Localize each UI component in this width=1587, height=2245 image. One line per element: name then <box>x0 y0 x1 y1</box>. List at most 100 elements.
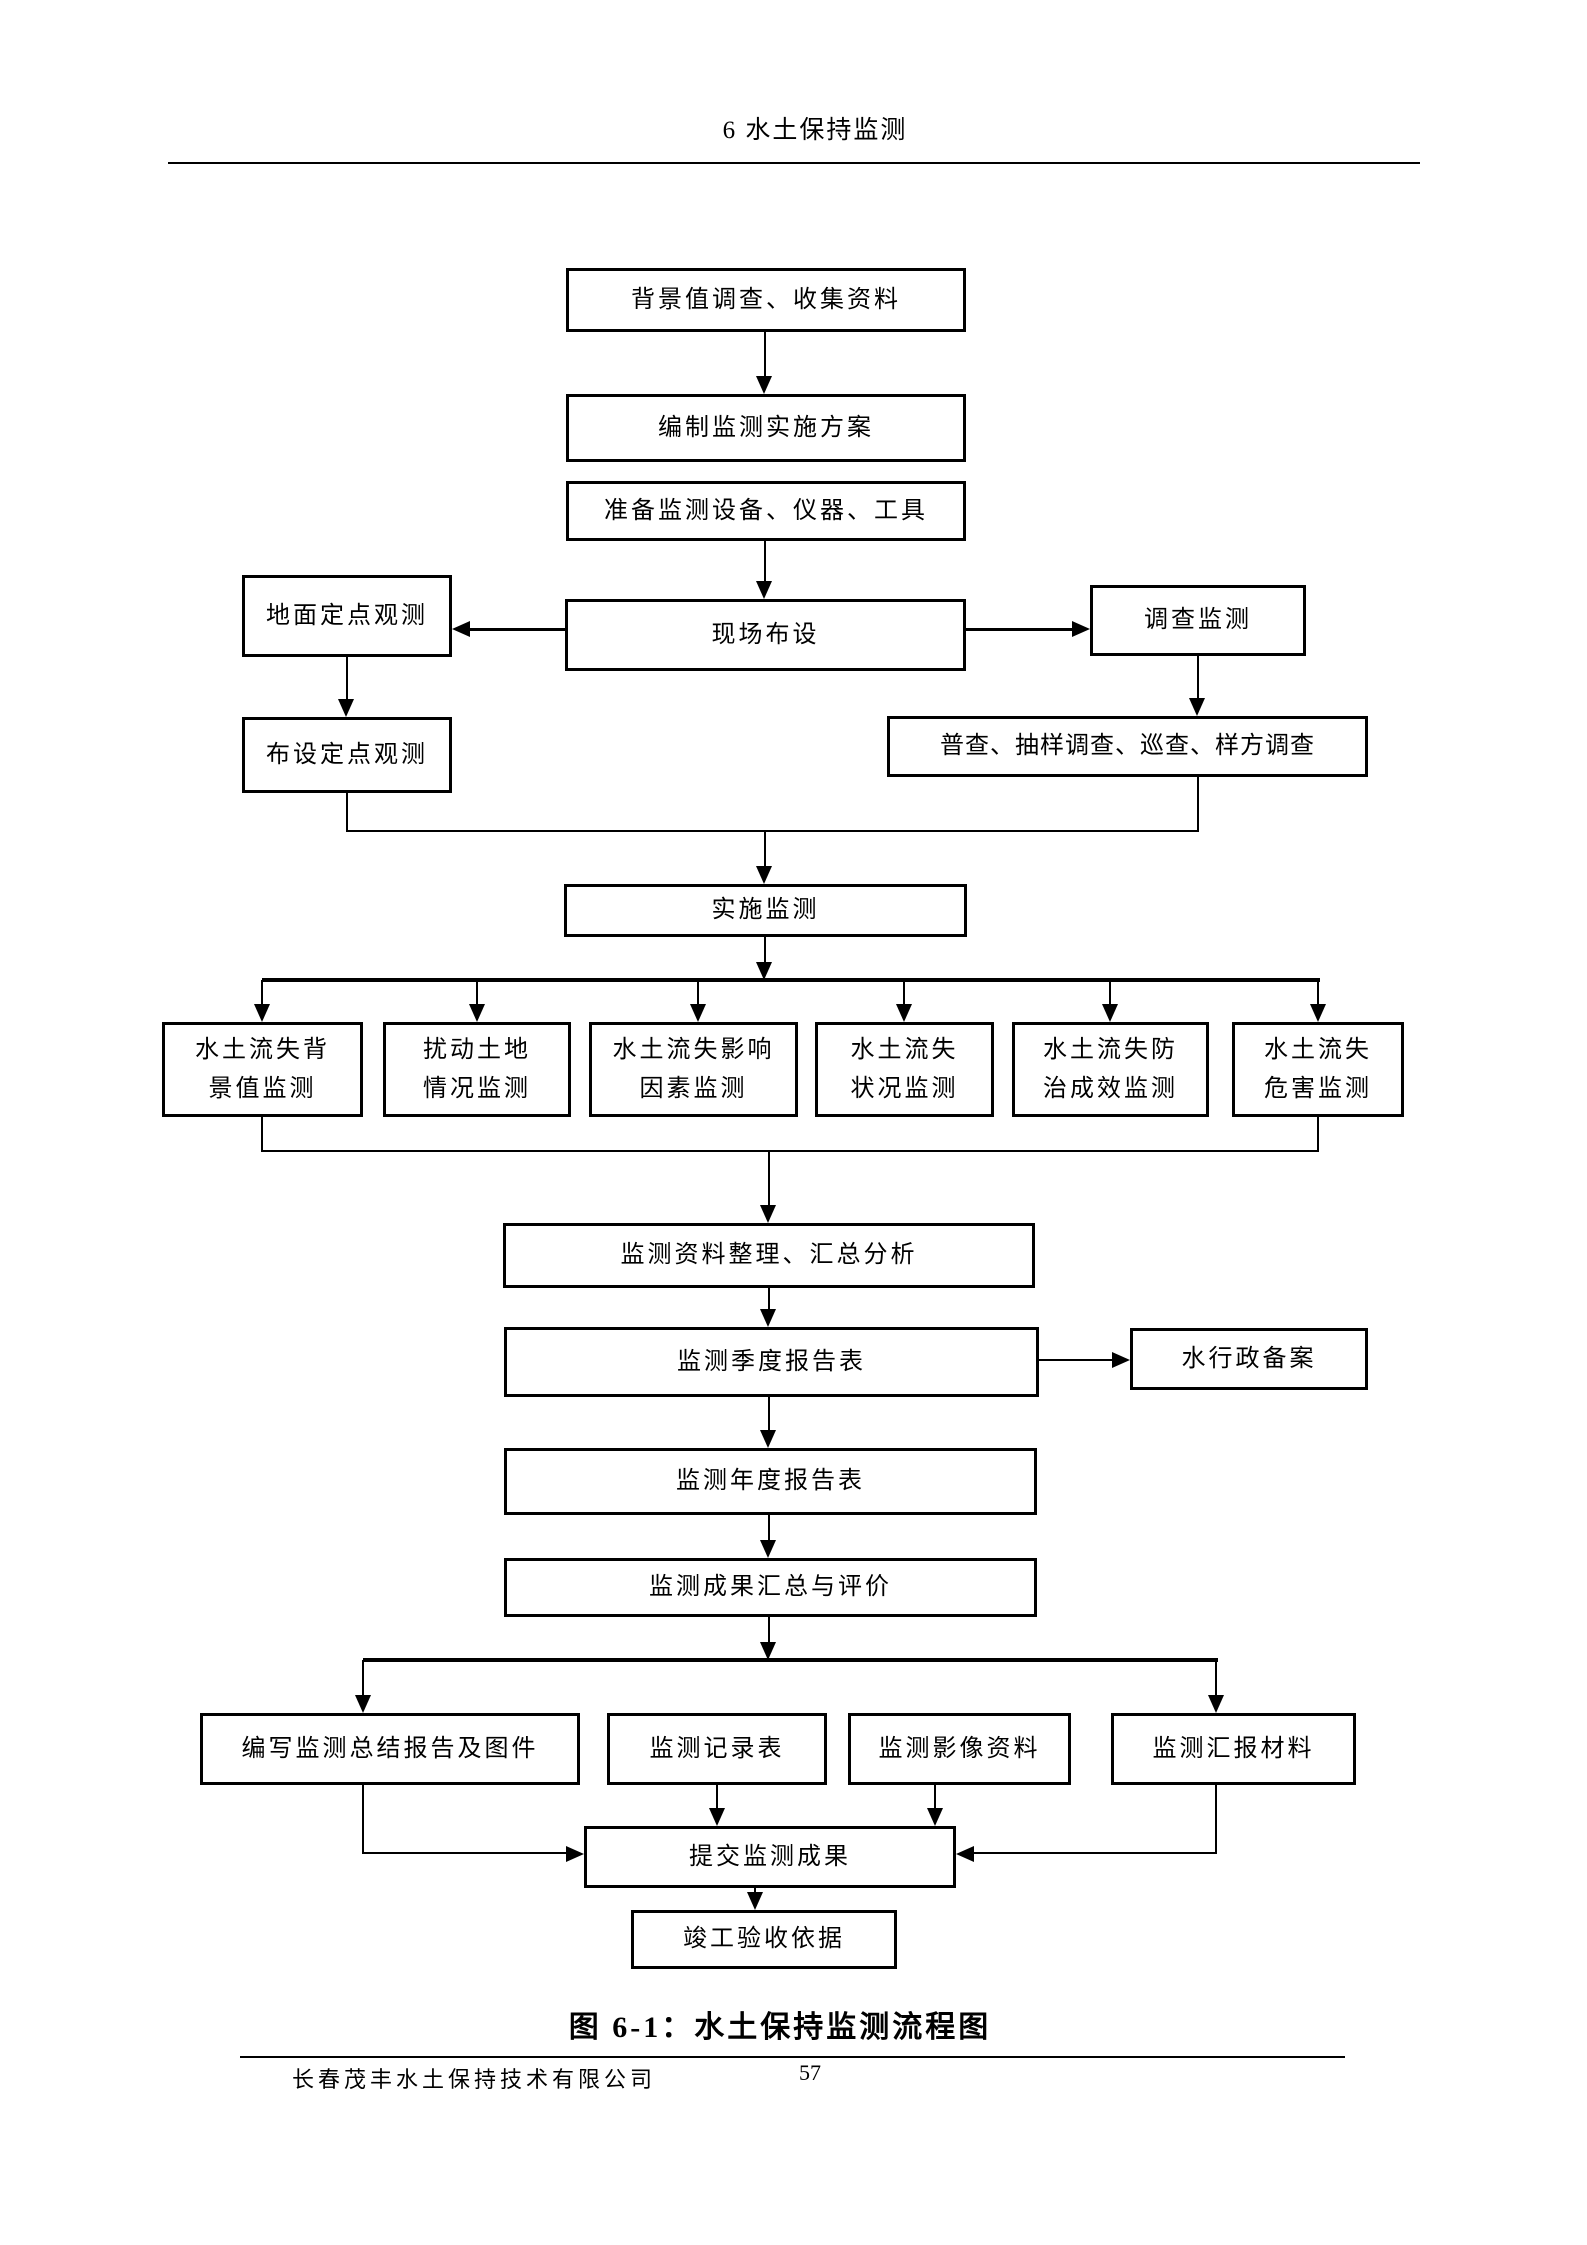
flow-box-ground-observation: 地面定点观测 <box>242 575 452 657</box>
flow-box-branch-background-value: 水土流失背 景值监测 <box>162 1022 363 1117</box>
connector-line <box>261 1150 1319 1152</box>
flow-box-results-evaluation: 监测成果汇总与评价 <box>504 1558 1037 1617</box>
flow-box-label: 编制监测实施方案 <box>658 414 874 441</box>
flow-box-label-line2: 危害监测 <box>1264 1075 1372 1102</box>
flow-box-label: 实施监测 <box>711 897 820 924</box>
arrowhead-down-icon <box>338 699 354 717</box>
connector-line <box>764 937 766 965</box>
connector-line <box>262 978 1320 982</box>
flow-box-label: 监测汇报材料 <box>1152 1735 1315 1762</box>
flow-box-setup-points: 布设定点观测 <box>242 717 452 793</box>
flow-box-label-line1: 水土流失防 <box>1043 1037 1178 1064</box>
arrowhead-down-icon <box>469 1004 485 1022</box>
arrowhead-right-icon <box>1112 1352 1130 1368</box>
arrowhead-down-icon <box>690 1004 706 1022</box>
connector-line <box>697 980 699 1004</box>
flow-box-label: 竣工验收依据 <box>683 1926 845 1953</box>
flow-box-census-methods: 普查、抽样调查、巡查、样方调查 <box>887 716 1368 777</box>
footer-rule <box>240 2056 1345 2058</box>
arrowhead-down-icon <box>747 1892 763 1910</box>
arrowhead-down-icon <box>760 1540 776 1558</box>
connector-line <box>966 628 1074 631</box>
flow-box-branch-disturbed-land: 扰动土地 情况监测 <box>383 1022 571 1117</box>
connector-line <box>1039 1359 1116 1361</box>
connector-line <box>1109 980 1111 1004</box>
flow-box-record-sheet: 监测记录表 <box>607 1713 827 1785</box>
flow-box-label: 水行政备案 <box>1181 1345 1317 1372</box>
flow-box-compile-plan: 编制监测实施方案 <box>566 394 966 462</box>
flow-box-branch-erosion-status: 水土流失 状况监测 <box>815 1022 994 1117</box>
connector-line <box>1317 1117 1319 1152</box>
connector-line <box>716 1785 718 1810</box>
connector-line <box>764 830 766 868</box>
connector-line <box>754 1888 756 1894</box>
flow-box-label-line2: 状况监测 <box>850 1075 959 1102</box>
flow-box-label-line1: 水土流失 <box>1264 1037 1372 1064</box>
arrowhead-down-icon <box>756 962 772 980</box>
flow-box-annual-report: 监测年度报告表 <box>504 1448 1037 1515</box>
connector-line <box>903 980 905 1004</box>
flow-box-label: 监测年度报告表 <box>676 1468 865 1495</box>
flow-box-label: 监测记录表 <box>649 1735 785 1762</box>
flow-box-label: 地面定点观测 <box>266 602 428 629</box>
arrowhead-left-icon <box>956 1846 974 1862</box>
header-rule <box>168 162 1420 164</box>
connector-line <box>261 980 263 1004</box>
flow-box-label-line1: 扰动土地 <box>423 1037 531 1064</box>
connector-line <box>768 1515 770 1542</box>
arrowhead-down-icon <box>760 1309 776 1327</box>
connector-line <box>362 1852 568 1854</box>
flow-box-quarterly-report: 监测季度报告表 <box>504 1327 1039 1397</box>
flow-box-label: 背景值调查、收集资料 <box>631 286 901 313</box>
flow-box-label: 调查监测 <box>1144 607 1252 634</box>
page-number: 57 <box>799 2060 821 2085</box>
connector-line <box>261 1117 263 1152</box>
connector-line <box>362 1785 364 1854</box>
flow-box-label: 监测影像资料 <box>878 1735 1041 1762</box>
flow-box-label: 监测季度报告表 <box>677 1348 866 1375</box>
flow-box-branch-influence-factors: 水土流失影响 因素监测 <box>589 1022 798 1117</box>
flow-box-implement: 实施监测 <box>564 884 967 937</box>
arrowhead-down-icon <box>760 1642 776 1660</box>
arrowhead-right-icon <box>1072 621 1090 637</box>
connector-line <box>972 1852 1217 1854</box>
arrowhead-down-icon <box>1208 1695 1224 1713</box>
connector-line <box>768 1617 770 1644</box>
connector-line <box>346 793 348 832</box>
arrowhead-down-icon <box>1102 1004 1118 1022</box>
connector-line <box>1197 656 1199 700</box>
arrowhead-right-icon <box>566 1846 584 1862</box>
connector-line <box>764 332 766 378</box>
flow-box-submit-results: 提交监测成果 <box>584 1826 956 1888</box>
arrowhead-down-icon <box>760 1205 776 1223</box>
arrowhead-down-icon <box>1310 1004 1326 1022</box>
flow-box-prepare-equipment: 准备监测设备、仪器、工具 <box>566 481 966 541</box>
flow-box-label: 布设定点观测 <box>266 741 428 768</box>
connector-line <box>362 1660 364 1697</box>
connector-line <box>363 1658 1218 1662</box>
connector-line <box>460 628 566 631</box>
connector-line <box>768 1397 770 1432</box>
flow-box-water-admin-filing: 水行政备案 <box>1130 1328 1368 1390</box>
arrowhead-down-icon <box>1189 698 1205 716</box>
arrowhead-down-icon <box>896 1004 912 1022</box>
connector-line <box>768 1288 770 1311</box>
flow-box-branch-erosion-hazard: 水土流失 危害监测 <box>1232 1022 1404 1117</box>
flow-box-final-report: 编写监测总结报告及图件 <box>200 1713 580 1785</box>
arrowhead-left-icon <box>452 621 470 637</box>
flow-box-label: 准备监测设备、仪器、工具 <box>604 497 928 524</box>
flow-box-label: 监测资料整理、汇总分析 <box>620 1242 918 1269</box>
figure-caption: 图 6-1：水土保持监测流程图 <box>568 2011 992 2044</box>
connector-line <box>1215 1660 1217 1697</box>
flow-box-background-survey: 背景值调查、收集资料 <box>566 268 966 332</box>
flow-box-label-line2: 景值监测 <box>208 1075 317 1102</box>
connector-line <box>768 1150 770 1208</box>
flow-box-label: 监测成果汇总与评价 <box>649 1574 892 1601</box>
arrowhead-down-icon <box>756 581 772 599</box>
arrowhead-down-icon <box>355 1695 371 1713</box>
flow-box-data-sorting: 监测资料整理、汇总分析 <box>503 1223 1035 1288</box>
connector-line <box>1317 980 1319 1004</box>
flow-box-briefing-material: 监测汇报材料 <box>1111 1713 1356 1785</box>
flow-box-label-line2: 因素监测 <box>639 1075 748 1102</box>
arrowhead-down-icon <box>709 1808 725 1826</box>
